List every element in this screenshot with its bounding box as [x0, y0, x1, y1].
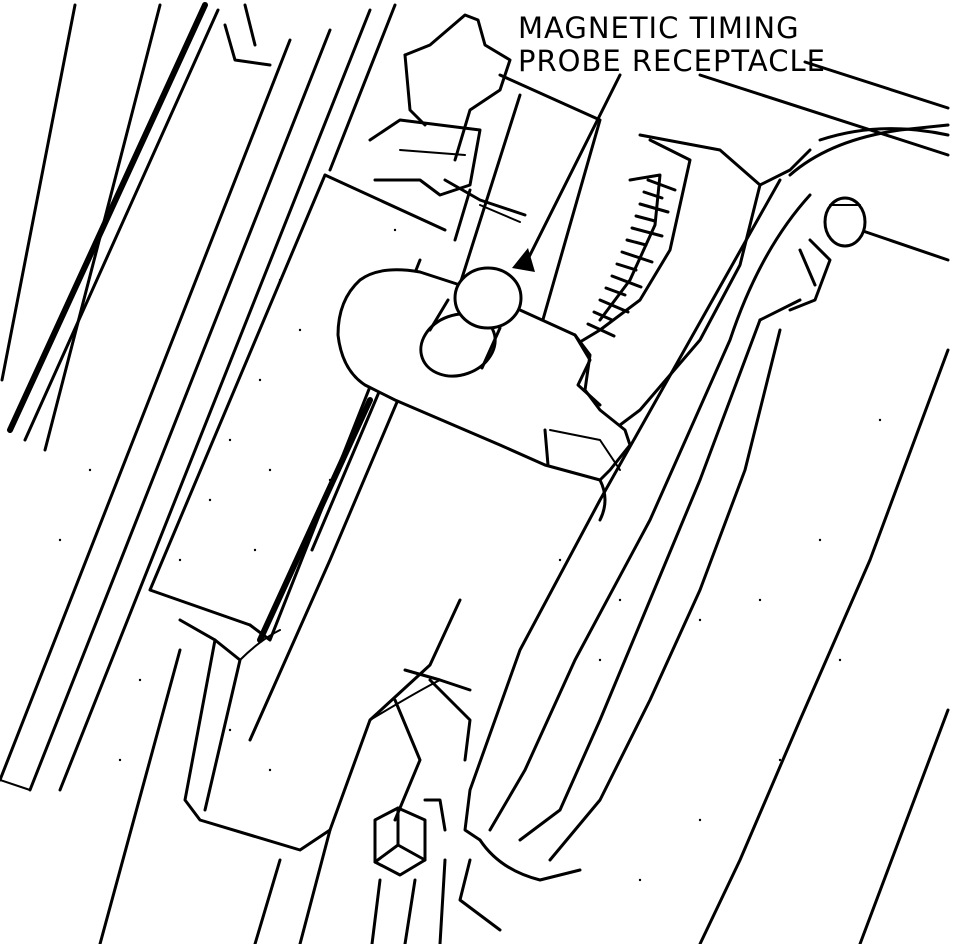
- leader-arrowhead: [512, 248, 535, 272]
- lower-bracket: [298, 678, 472, 944]
- callout-label-line1: MAGNETIC TIMING: [518, 11, 800, 45]
- upper-bracket: [368, 13, 527, 242]
- callout-label-line2: PROBE RECEPTACLE: [518, 44, 826, 78]
- degree-tick-marks: [586, 178, 677, 338]
- hex-bolt: [370, 798, 447, 944]
- hose-clamp: [788, 196, 867, 312]
- probe-receptacle-bracket: [336, 266, 632, 482]
- hose-pipe: [458, 73, 950, 944]
- stipple-shading: [58, 228, 902, 882]
- receptacle-hole: [453, 266, 523, 330]
- receptacle-boss: [419, 312, 497, 378]
- damper-housing: [98, 173, 472, 944]
- callout-leader: [512, 60, 950, 272]
- engine-block-rails: [0, 2, 397, 792]
- clamp-bolt: [823, 196, 867, 248]
